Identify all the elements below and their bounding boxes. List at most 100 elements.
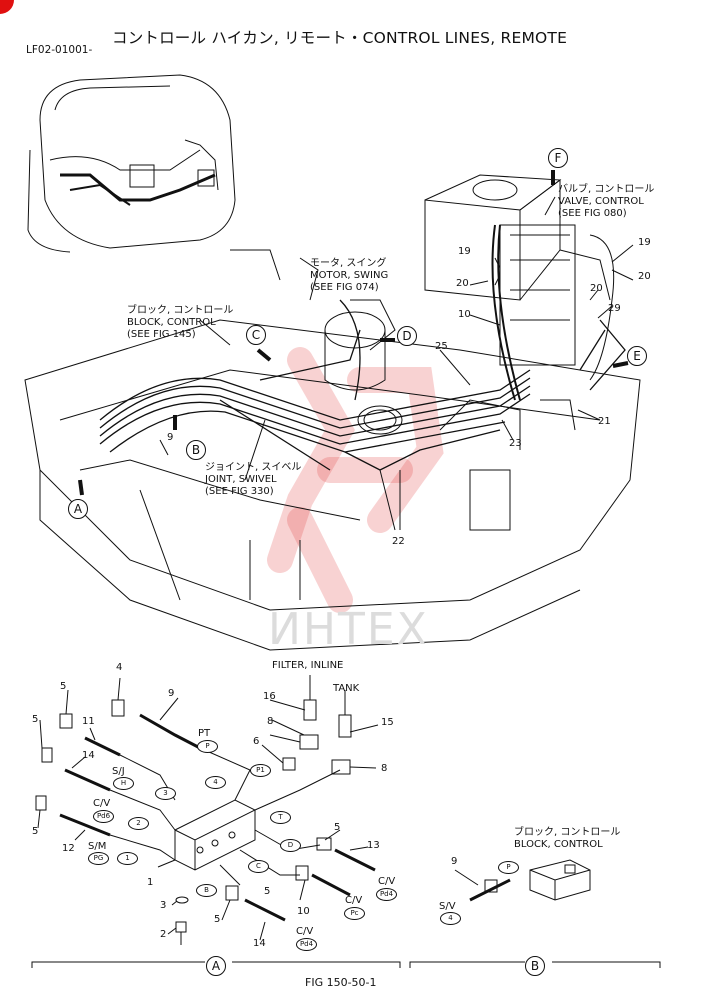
port-label-cv-b: C/V [378, 876, 396, 887]
bracket-a [31, 961, 401, 968]
part-15: 15 [381, 717, 394, 728]
callout-detail-b-en: BLOCK, CONTROL [514, 839, 603, 850]
part-11: 11 [82, 716, 95, 727]
part-23: 23 [509, 438, 522, 449]
port-tag-4-b: 4 [440, 912, 461, 925]
figure-number: FIG 150-50-1 [305, 976, 377, 989]
part-5-e: 5 [264, 886, 271, 897]
part-20-right: 20 [638, 271, 651, 282]
arrow-a [78, 479, 84, 496]
port-label-sj: S/J [112, 766, 125, 777]
part-25: 25 [435, 341, 448, 352]
port-label-sv: S/V [439, 901, 456, 912]
part-14-a: 14 [82, 750, 95, 761]
port-tag-p: P [197, 740, 218, 753]
part-9-b: 9 [451, 856, 458, 867]
part-12: 12 [62, 843, 75, 854]
port-label-pt: PT [198, 728, 211, 739]
part-8-a: 8 [267, 716, 274, 727]
part-8-b: 8 [381, 763, 388, 774]
view-f-marker: F [548, 148, 568, 168]
part-9-main: 9 [167, 432, 174, 443]
part-20-center: 20 [590, 283, 603, 294]
part-29: 29 [608, 303, 621, 314]
port-tag-h: H [113, 777, 134, 790]
view-d-marker: D [397, 326, 417, 346]
arrow-e [612, 361, 629, 368]
port-tag-2: 2 [128, 817, 149, 830]
view-b-marker: B [186, 440, 206, 460]
part-6: 6 [253, 736, 260, 747]
callout-valve-en: VALVE, CONTROL [558, 196, 644, 207]
port-tag-pd4: Pd4 [376, 888, 397, 901]
port-label-cv-d: C/V [296, 926, 314, 937]
part-4: 4 [116, 662, 123, 673]
callout-block-en: BLOCK, CONTROL [127, 317, 216, 328]
part-13: 13 [367, 840, 380, 851]
port-tag-pg: PG [88, 852, 109, 865]
watermark-graphic [267, 347, 444, 613]
port-tag-3: 3 [155, 787, 176, 800]
port-tag-d: D [280, 839, 301, 852]
port-tag-b: B [196, 884, 217, 897]
part-16: 16 [263, 691, 276, 702]
detail-b-drawing [454, 859, 591, 902]
part-19-left: 19 [458, 246, 471, 257]
part-5-d: 5 [334, 822, 341, 833]
hose-bundle [99, 299, 626, 471]
part-20-left: 20 [456, 278, 469, 289]
part-10-main: 10 [458, 309, 471, 320]
port-tag-pd6: Pd6 [93, 810, 114, 823]
callout-block-ref: (SEE FIG 145) [127, 329, 196, 340]
callout-detail-b-ja: ブロック, コントロール [514, 827, 621, 838]
part-9-a: 9 [168, 688, 175, 699]
cab-inset-view [27, 74, 236, 253]
part-5-f: 5 [214, 914, 221, 925]
callout-valve-ref: (SEE FIG 080) [558, 208, 627, 219]
part-21: 21 [598, 416, 611, 427]
callout-valve-ja: バルブ, コントロール [558, 184, 655, 195]
view-e-marker: E [627, 346, 647, 366]
page-title: コントロール ハイカン, リモート・CONTROL LINES, REMOTE [112, 29, 568, 47]
callout-tank: TANK [333, 683, 360, 694]
bracket-b [409, 961, 661, 968]
port-tag-1: 1 [117, 852, 138, 865]
detail-b-marker: B [525, 956, 545, 976]
port-tag-pc: Pc [344, 907, 365, 920]
port-label-sm: S/M [88, 841, 107, 852]
callout-filter: FILTER, INLINE [272, 660, 344, 671]
port-tag-p-b: P [498, 861, 519, 874]
view-c-marker: C [246, 325, 266, 345]
port-tag-4: 4 [205, 776, 226, 789]
document-code: LF02-01001- [26, 44, 93, 56]
part-5-a: 5 [60, 681, 67, 692]
callout-block-ja: ブロック, コントロール [127, 305, 234, 316]
detail-a-marker: A [206, 956, 226, 976]
port-tag-t: T [270, 811, 291, 824]
port-tag-pd4-b: Pd4 [296, 938, 317, 951]
callout-motor-en: MOTOR, SWING [310, 270, 389, 281]
port-tag-c: C [248, 860, 269, 873]
callout-joint-en: JOINT, SWIVEL [205, 474, 277, 485]
part-1: 1 [147, 877, 154, 888]
callout-motor-ja: モータ, スイング [310, 258, 387, 269]
part-19-right: 19 [638, 237, 651, 248]
part-14-b: 14 [253, 938, 266, 949]
watermark-text: ИНТЕХ [268, 604, 429, 655]
callout-joint-ref: (SEE FIG 330) [205, 486, 274, 497]
callout-joint-ja: ジョイント, スイベル [205, 462, 302, 473]
port-label-cv-a: C/V [93, 798, 111, 809]
part-5-b: 5 [32, 714, 39, 725]
arrow-c [256, 348, 272, 362]
part-10-a: 10 [297, 906, 310, 917]
view-a-marker: A [68, 499, 88, 519]
part-22: 22 [392, 536, 405, 547]
part-5-c: 5 [32, 826, 39, 837]
callout-motor-ref: (SEE FIG 074) [310, 282, 379, 293]
port-tag-p1: P1 [250, 764, 271, 777]
part-2: 2 [160, 929, 167, 940]
part-3: 3 [160, 900, 167, 911]
port-label-cv-c: C/V [345, 895, 363, 906]
